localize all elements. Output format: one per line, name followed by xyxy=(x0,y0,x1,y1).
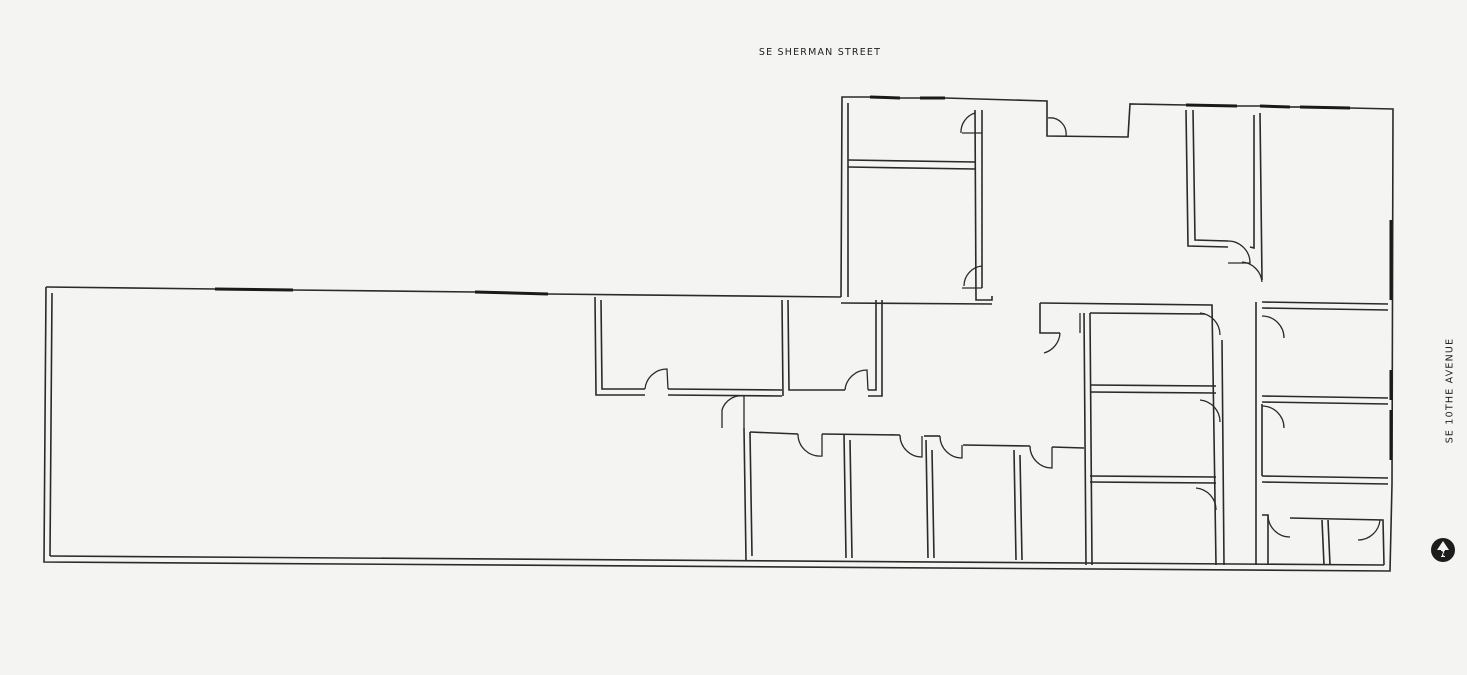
street-label-north: SE SHERMAN STREET xyxy=(758,47,882,58)
outer-walls xyxy=(43,95,1394,572)
nw-rooms xyxy=(847,109,1067,301)
north-arrow-icon: N xyxy=(1430,537,1456,563)
north-label: N xyxy=(1440,550,1446,558)
street-label-east: SE 10THE AVENUE xyxy=(1444,337,1456,444)
south-rooms xyxy=(743,427,1085,561)
center-rooms xyxy=(594,296,993,428)
east-offices xyxy=(1039,109,1389,566)
